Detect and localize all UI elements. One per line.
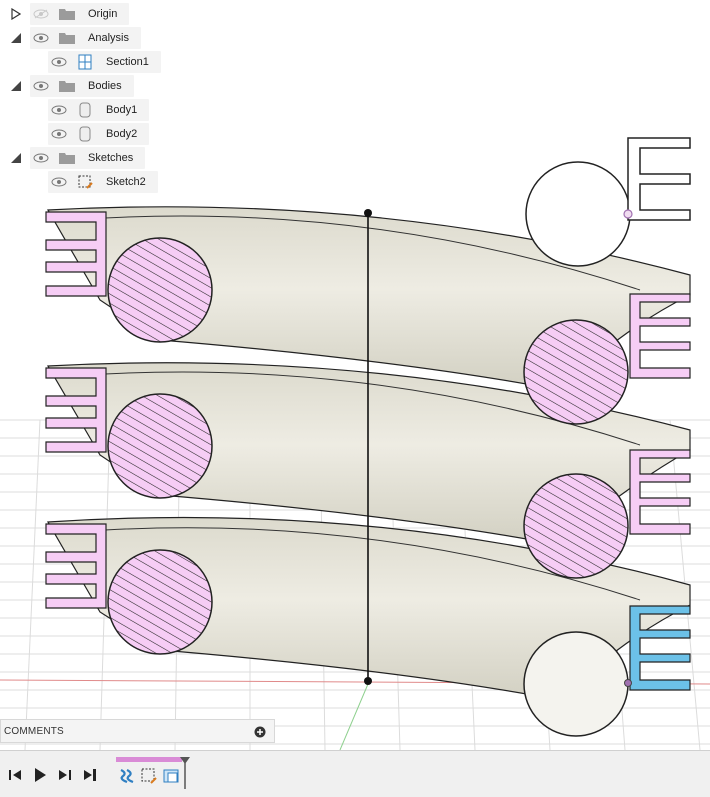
comments-label: COMMENTS — [4, 725, 64, 737]
section-profile-left-bottom — [45, 523, 107, 609]
eye-icon[interactable] — [48, 57, 70, 67]
section-profile-right-bottom-selected[interactable] — [629, 605, 691, 691]
go-to-end-icon[interactable] — [80, 765, 100, 785]
timeline-bar — [0, 750, 710, 797]
expand-triangle-icon[interactable] — [10, 8, 22, 20]
body-ring-top[interactable] — [46, 206, 691, 391]
folder-icon — [56, 8, 78, 20]
step-forward-icon[interactable] — [55, 765, 75, 785]
browser-item-bodies[interactable]: Bodies — [0, 75, 134, 97]
revolve-feature-icon[interactable] — [118, 767, 136, 785]
y-axis-line — [339, 683, 369, 750]
timeline-features — [116, 757, 190, 789]
eye-icon[interactable] — [48, 177, 70, 187]
browser-item-analysis[interactable]: Analysis — [0, 27, 141, 49]
section-feature-icon[interactable] — [162, 767, 182, 785]
section-profile-left-middle — [45, 367, 107, 453]
section-circle-left-middle — [107, 393, 213, 499]
step-back-icon[interactable] — [5, 765, 25, 785]
section-circle-left-top — [107, 237, 213, 343]
sketch-profile[interactable] — [525, 137, 691, 267]
browser-item-body1[interactable]: Body1 — [0, 99, 150, 121]
origin-point[interactable] — [624, 679, 632, 687]
eye-icon[interactable] — [48, 105, 70, 115]
add-comment-icon[interactable] — [254, 725, 266, 738]
browser-item-origin[interactable]: Origin — [0, 3, 130, 25]
body-icon — [74, 126, 96, 142]
timeline-highlight-bar — [116, 757, 182, 762]
canvas-viewport[interactable] — [0, 0, 710, 750]
folder-icon — [56, 80, 78, 92]
body-icon — [74, 102, 96, 118]
eye-icon[interactable] — [30, 33, 52, 43]
sketch-point[interactable] — [623, 209, 633, 219]
section-circle-right-bottom[interactable] — [523, 631, 629, 737]
section-circle-right-middle — [523, 473, 629, 579]
browser-item-body2[interactable]: Body2 — [0, 123, 150, 145]
section-analysis-icon — [74, 54, 96, 70]
axis-point-top[interactable] — [364, 209, 372, 217]
section-profile-right-top — [629, 293, 691, 379]
section-circle-left-bottom — [107, 549, 213, 655]
collapse-triangle-icon[interactable] — [10, 80, 22, 92]
play-icon[interactable] — [30, 765, 50, 785]
eye-icon[interactable] — [30, 81, 52, 91]
timeline-marker[interactable] — [180, 757, 190, 789]
section-profile-left-top — [45, 211, 107, 297]
browser-item-sketch2[interactable]: Sketch2 — [0, 171, 158, 193]
axis-point-bottom[interactable] — [364, 677, 372, 685]
comments-panel[interactable]: COMMENTS — [0, 719, 275, 743]
browser-item-sketches[interactable]: Sketches — [0, 147, 146, 169]
eye-icon[interactable] — [48, 129, 70, 139]
folder-icon — [56, 32, 78, 44]
sketch-icon — [74, 174, 96, 190]
section-circle-right-top — [523, 319, 629, 425]
eye-icon[interactable] — [30, 153, 52, 163]
collapse-triangle-icon[interactable] — [10, 152, 22, 164]
browser-item-section1[interactable]: Section1 — [0, 51, 161, 73]
section-profile-right-middle — [629, 449, 691, 535]
folder-icon — [56, 152, 78, 164]
collapse-triangle-icon[interactable] — [10, 32, 22, 44]
eye-hidden-icon[interactable] — [30, 9, 52, 19]
sketch-feature-icon[interactable] — [140, 767, 158, 785]
